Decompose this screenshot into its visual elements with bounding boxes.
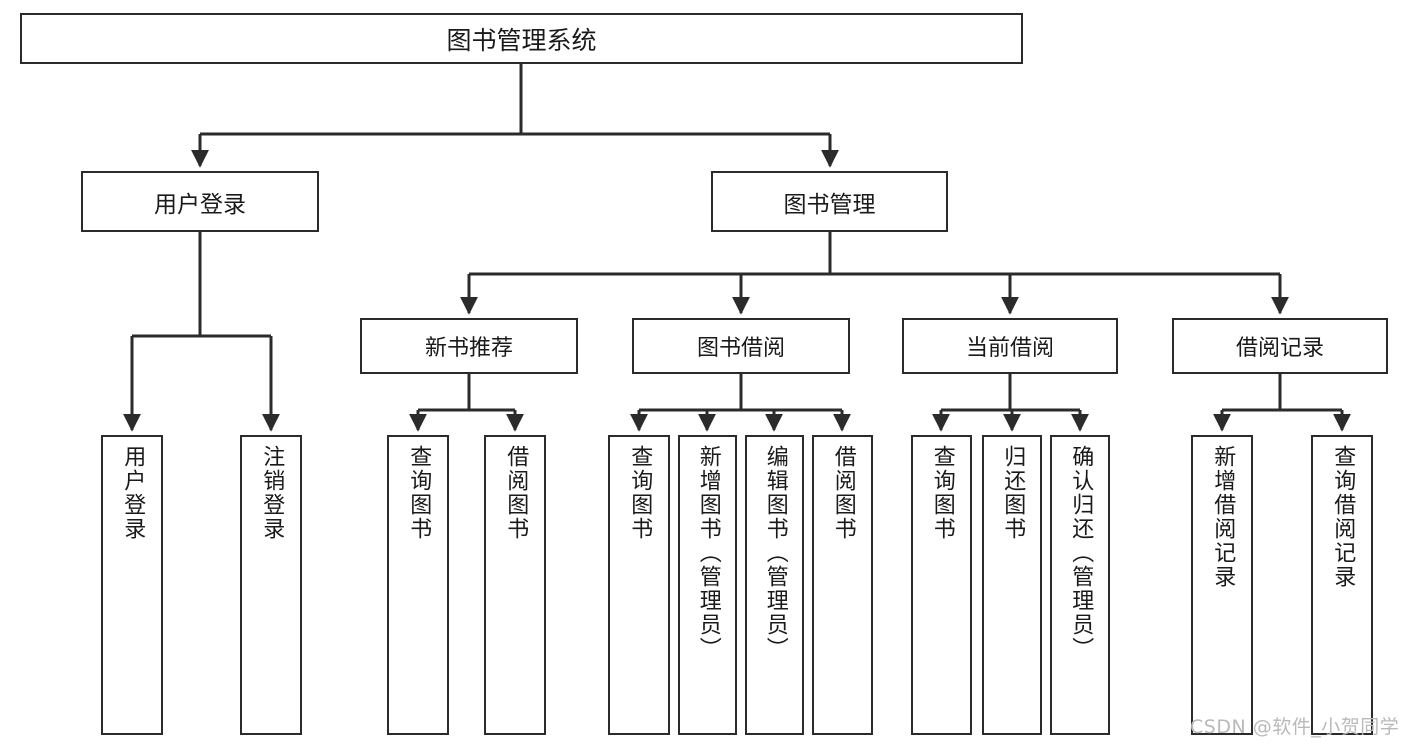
node-leaf-query-book-2-label: 查询图书: [627, 445, 653, 541]
node-leaf-query-book-2[interactable]: 查询图书: [608, 435, 670, 735]
node-user-login-label: 用户登录: [154, 191, 246, 218]
node-leaf-add-borrow-record-label: 新增借阅记录: [1210, 445, 1236, 589]
node-book-borrow[interactable]: 图书借阅: [632, 318, 850, 374]
node-root-label: 图书管理系统: [446, 25, 597, 55]
node-leaf-confirm-return-admin[interactable]: 确认归还（管理员）: [1050, 435, 1110, 735]
node-leaf-add-book-admin-label: 新增图书（管理员）: [695, 445, 721, 661]
node-leaf-query-book-1-label: 查询图书: [406, 445, 432, 541]
node-book-manage-label: 图书管理: [783, 191, 876, 218]
node-leaf-query-borrow-record[interactable]: 查询借阅记录: [1311, 435, 1373, 735]
node-current-borrow-label: 当前借阅: [965, 336, 1054, 361]
node-new-book-recommend[interactable]: 新书推荐: [360, 318, 578, 374]
node-book-borrow-label: 图书借阅: [696, 336, 785, 361]
node-leaf-query-book-1[interactable]: 查询图书: [387, 435, 449, 735]
node-leaf-add-book-admin[interactable]: 新增图书（管理员）: [678, 435, 737, 735]
node-leaf-query-borrow-record-label: 查询借阅记录: [1330, 445, 1356, 589]
node-new-book-recommend-label: 新书推荐: [424, 336, 513, 361]
node-leaf-query-book-3[interactable]: 查询图书: [911, 435, 972, 735]
node-leaf-confirm-return-admin-label: 确认归还（管理员）: [1068, 445, 1094, 661]
node-current-borrow[interactable]: 当前借阅: [902, 318, 1118, 374]
node-leaf-user-logout-label: 注销登录: [259, 445, 285, 541]
node-root[interactable]: 图书管理系统: [20, 13, 1023, 64]
node-leaf-return-book-label: 归还图书: [1000, 445, 1026, 541]
node-borrow-record-label: 借阅记录: [1235, 336, 1324, 361]
node-leaf-borrow-book-1-label: 借阅图书: [503, 445, 529, 541]
node-borrow-record[interactable]: 借阅记录: [1172, 318, 1388, 374]
node-leaf-user-logout[interactable]: 注销登录: [240, 435, 302, 735]
node-leaf-borrow-book-1[interactable]: 借阅图书: [484, 435, 546, 735]
node-leaf-return-book[interactable]: 归还图书: [982, 435, 1042, 735]
node-user-login[interactable]: 用户登录: [81, 171, 319, 232]
node-leaf-edit-book-admin-label: 编辑图书（管理员）: [762, 445, 788, 661]
node-leaf-edit-book-admin[interactable]: 编辑图书（管理员）: [745, 435, 804, 735]
node-book-manage[interactable]: 图书管理: [711, 171, 948, 232]
node-leaf-user-login-label: 用户登录: [120, 445, 146, 541]
node-leaf-query-book-3-label: 查询图书: [929, 445, 955, 541]
node-leaf-add-borrow-record[interactable]: 新增借阅记录: [1191, 435, 1253, 735]
node-leaf-user-login[interactable]: 用户登录: [101, 435, 163, 735]
watermark-text: CSDN @软件_小贺同学: [1190, 716, 1400, 738]
node-leaf-borrow-book-2-label: 借阅图书: [830, 445, 856, 541]
node-leaf-borrow-book-2[interactable]: 借阅图书: [812, 435, 873, 735]
